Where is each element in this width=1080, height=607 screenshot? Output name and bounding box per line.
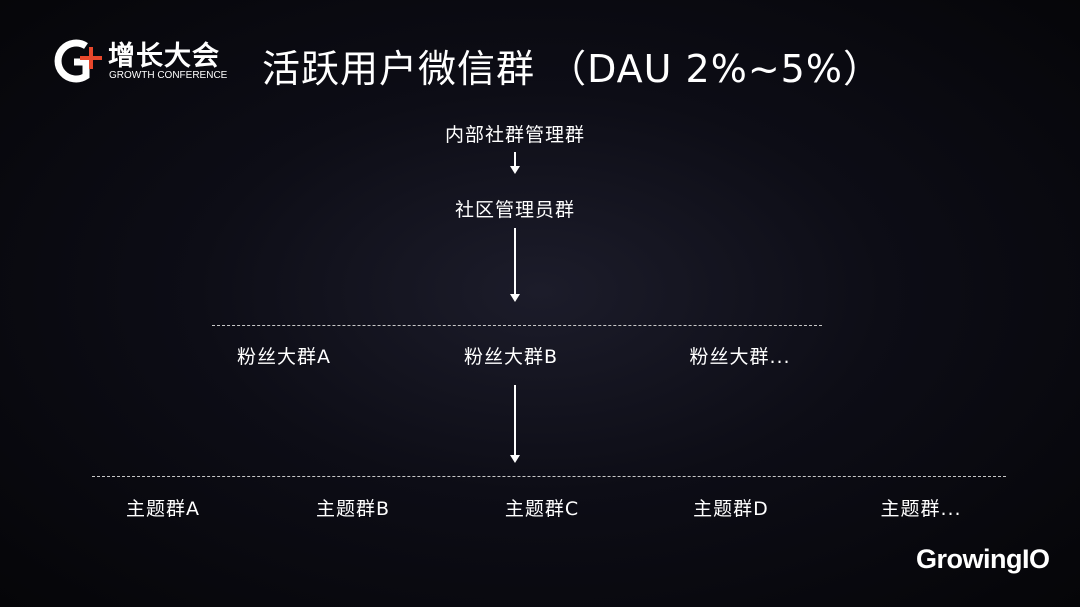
growingio-brand-logo: GrowingIO	[916, 544, 1050, 574]
arrow-level2-to-fan-groups	[510, 228, 520, 302]
fan-group-more: 粉丝大群...	[689, 346, 791, 368]
growth-conference-logo-icon	[54, 39, 102, 83]
topic-group-a: 主题群A	[126, 498, 200, 520]
logo-chinese-text: 增长大会	[108, 41, 220, 72]
internal-community-management-group: 内部社群管理群	[444, 124, 586, 146]
arrow-level1-to-level2	[510, 152, 520, 174]
fan-group-b: 粉丝大群B	[463, 346, 559, 368]
topic-groups-divider	[92, 476, 1006, 477]
community-admin-group: 社区管理员群	[454, 199, 576, 221]
logo-english-text: GROWTH CONFERENCE	[109, 70, 228, 81]
arrow-fan-to-topic-groups	[510, 385, 520, 463]
conference-logo: 增长大会 GROWTH CONFERENCE	[50, 38, 240, 84]
topic-group-more: 主题群...	[880, 498, 962, 520]
slide-title: 活跃用户微信群 （DAU 2%~5%）	[262, 47, 882, 91]
topic-group-c: 主题群C	[504, 498, 580, 520]
fan-group-a: 粉丝大群A	[237, 346, 331, 368]
topic-group-d: 主题群D	[693, 498, 769, 520]
topic-group-b: 主题群B	[315, 498, 391, 520]
fan-groups-divider	[212, 325, 822, 326]
